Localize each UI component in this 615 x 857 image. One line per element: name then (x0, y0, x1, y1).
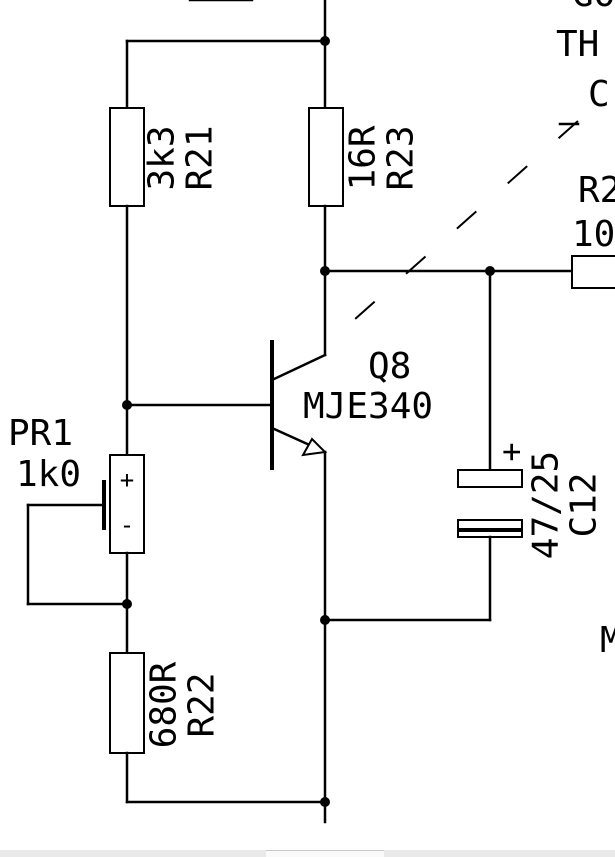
c12-value: 47/25 (526, 451, 567, 559)
junction-c12-emitter (320, 615, 330, 625)
r23-label-group: 16R R23 (343, 125, 422, 190)
r21-ref: R21 (180, 125, 221, 190)
r21-label-group: 3k3 R21 (142, 125, 221, 190)
potentiometer-pr1 (109, 454, 145, 554)
r23-value: 16R (343, 125, 384, 190)
c12-ref: C12 (564, 472, 605, 537)
pr1-plus-sign: + (120, 466, 134, 494)
resistor-partial-right (571, 255, 615, 289)
pr1-ref: PR1 (8, 413, 73, 454)
cut-off-text-line2: TH (556, 24, 599, 65)
resistor-r21 (109, 107, 145, 207)
c12-plus-group: + (492, 442, 530, 461)
q8-part-number: MJE340 (303, 386, 433, 427)
resistor-r23 (308, 107, 344, 207)
r21-value: 3k3 (142, 125, 183, 190)
c12-plus-sign: + (492, 442, 530, 461)
bottom-tab (266, 850, 384, 857)
r22-ref: R22 (182, 672, 223, 737)
junction-c12 (485, 266, 495, 276)
thermal-coupling-line (344, 120, 579, 329)
junction-bottom (320, 797, 330, 807)
resistor-r22 (109, 652, 145, 754)
transistor-q8-collector-leg (270, 353, 327, 382)
cut-off-text-line3: C (588, 74, 610, 115)
junction-base (122, 400, 132, 410)
pr1-value: 1k0 (16, 454, 81, 495)
junction-collector (320, 266, 330, 276)
r22-value: 680R (144, 661, 185, 748)
q8-ref: Q8 (368, 346, 411, 387)
cut-off-text-right: M (600, 620, 615, 661)
r23-ref: R23 (381, 125, 422, 190)
partial-resistor-value: 10 (572, 214, 615, 255)
pr1-minus-sign: - (120, 511, 134, 539)
capacitor-c12-plate-plus (457, 469, 523, 488)
cut-off-text-line1: GO (572, 0, 615, 15)
r22-label-group: 680R R22 (144, 661, 223, 748)
c12-label-group: 47/25 C12 (526, 451, 605, 559)
junction-pr1 (122, 599, 132, 609)
junction-top (320, 36, 330, 46)
transistor-q8-emitter-arrow (301, 437, 328, 457)
partial-resistor-ref: R2 (578, 170, 615, 211)
